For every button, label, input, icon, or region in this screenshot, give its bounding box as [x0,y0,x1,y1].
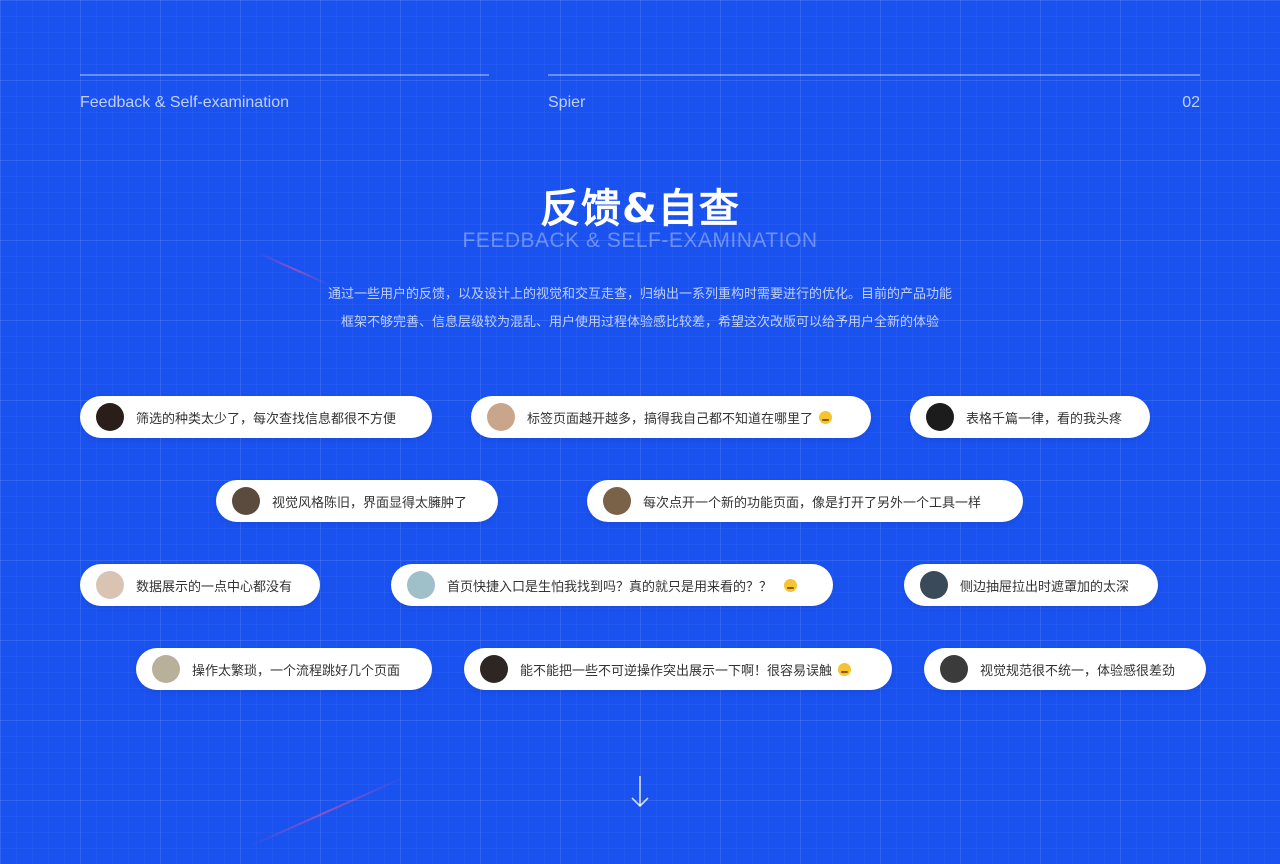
user-avatar [487,403,515,431]
header-rule-left [80,74,489,76]
user-avatar [603,487,631,515]
page-description: 通过一些用户的反馈，以及设计上的视觉和交互走查，归纳出一系列重构时需要进行的优化… [290,281,990,337]
arrow-down-icon[interactable] [627,774,653,810]
decorative-streak [249,775,406,847]
feedback-bubble: 能不能把一些不可逆操作突出展示一下啊！很容易误触 [464,648,892,690]
feedback-bubble: 表格千篇一律，看的我头疼 [910,396,1150,438]
feedback-text: 视觉规范很不统一，体验感很差劲 [980,663,1176,679]
feedback-bubble: 视觉规范很不统一，体验感很差劲 [924,648,1206,690]
user-avatar [407,571,435,599]
user-avatar [940,655,968,683]
feedback-text: 数据展示的一点中心都没有 [136,579,293,595]
user-avatar [96,571,124,599]
user-avatar [480,655,508,683]
feedback-bubble: 操作太繁琐，一个流程跳好几个页面 [136,648,432,690]
feedback-text: 标签页面越开越多，搞得我自己都不知道在哪里了 [527,411,814,427]
feedback-text: 表格千篇一律，看的我头疼 [966,411,1123,427]
user-avatar [152,655,180,683]
feedback-bubble: 数据展示的一点中心都没有 [80,564,320,606]
emoji-icon [784,578,798,592]
feedback-text: 每次点开一个新的功能页面，像是打开了另外一个工具一样 [643,495,982,511]
user-avatar [96,403,124,431]
feedback-text: 操作太繁琐，一个流程跳好几个页面 [192,663,401,679]
feedback-text: 视觉风格陈旧，界面显得太臃肿了 [272,495,468,511]
user-avatar [920,571,948,599]
emoji-icon [838,662,852,676]
page-subtitle: FEEDBACK & SELF-EXAMINATION [462,229,818,252]
user-avatar [232,487,260,515]
feedback-bubble: 每次点开一个新的功能页面，像是打开了另外一个工具一样 [587,480,1023,522]
feedback-bubble: 首页快捷入口是生怕我找到吗？真的就只是用来看的？？ [391,564,833,606]
user-avatar [926,403,954,431]
feedback-text: 能不能把一些不可逆操作突出展示一下啊！很容易误触 [520,663,833,679]
description-line: 通过一些用户的反馈，以及设计上的视觉和交互走查，归纳出一系列重构时需要进行的优化… [327,287,952,302]
header-page-number: 02 [1182,94,1200,111]
feedback-bubble: 视觉风格陈旧，界面显得太臃肿了 [216,480,498,522]
description-line: 框架不够完善、信息层级较为混乱、用户使用过程体验感比较差，希望这次改版可以给予用… [340,315,939,330]
header-section-label: Feedback & Self-examination [80,94,289,111]
header-brand-label: Spier [548,94,586,111]
feedback-text: 侧边抽屉拉出时遮罩加的太深 [960,579,1130,595]
header-rule-right [548,74,1200,76]
feedback-bubble: 标签页面越开越多，搞得我自己都不知道在哪里了 [471,396,871,438]
feedback-text: 首页快捷入口是生怕我找到吗？真的就只是用来看的？？ [447,579,773,595]
feedback-bubble: 侧边抽屉拉出时遮罩加的太深 [904,564,1158,606]
feedback-text: 筛选的种类太少了，每次查找信息都很不方便 [136,411,397,427]
emoji-icon [819,410,833,424]
feedback-bubble: 筛选的种类太少了，每次查找信息都很不方便 [80,396,432,438]
page-title: 反馈&自查 [540,186,740,232]
